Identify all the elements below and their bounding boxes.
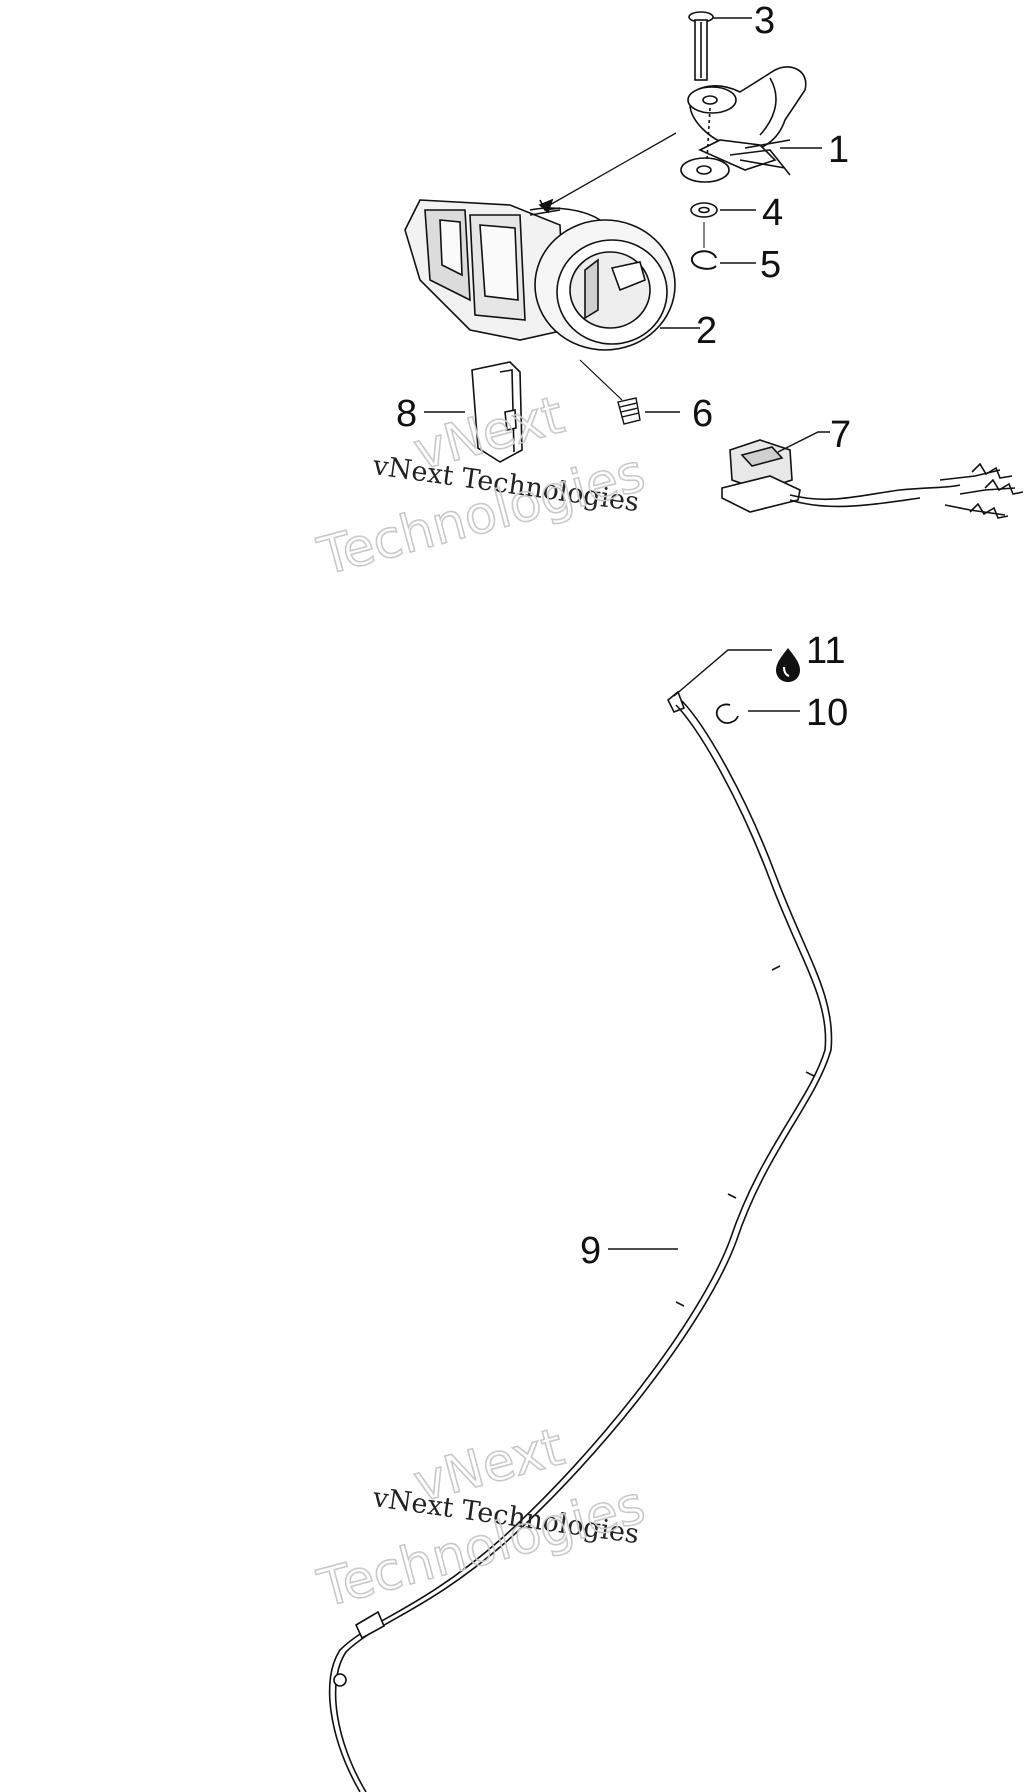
part-7-switch-with-wires	[721, 439, 1024, 519]
part-6-grub-screw	[579, 359, 641, 425]
callout-5: 5	[760, 244, 781, 286]
part-2-switch-housing	[404, 132, 677, 351]
part-1-throttle-lever	[680, 66, 807, 183]
leader-11	[673, 649, 772, 697]
part-3-screw	[688, 11, 714, 81]
callout-10: 10	[806, 692, 848, 734]
callout-6: 6	[692, 393, 713, 435]
oil-drop-icon	[776, 648, 800, 682]
watermark-bottom: vNext Technologies vNext Technologies	[311, 1416, 652, 1620]
callout-11-group: 11	[776, 630, 845, 682]
callout-2: 2	[696, 310, 717, 352]
part-8-cover	[471, 361, 523, 463]
watermark-top: vNext Technologies vNext Technologies	[311, 384, 652, 588]
callout-8: 8	[396, 393, 417, 435]
part-5-e-clip	[690, 222, 717, 270]
callout-11: 11	[806, 630, 845, 672]
callout-9: 9	[580, 1230, 601, 1272]
callout-7: 7	[830, 414, 851, 456]
leader-lines	[424, 17, 830, 1250]
leader-7	[777, 431, 830, 453]
part-10-e-clip	[715, 703, 739, 724]
part-4-washer	[690, 202, 718, 218]
callout-3: 3	[754, 0, 775, 42]
callout-1: 1	[828, 129, 849, 171]
callout-4: 4	[762, 192, 783, 234]
